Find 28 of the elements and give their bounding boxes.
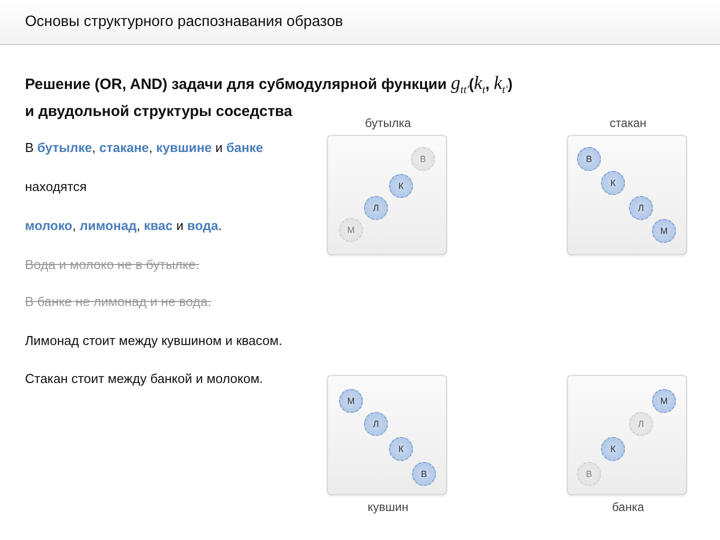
letter-circle: Л xyxy=(364,196,388,220)
letter-circle: В xyxy=(577,462,601,486)
text-line: В бутылке, стакане, кувшине и банке xyxy=(25,140,264,155)
struck-text-line: Вода и молоко не в бутылке. xyxy=(25,257,200,272)
letter-circle: М xyxy=(339,389,363,413)
struck-text-line: В банке не лимонад и не вода. xyxy=(25,294,212,309)
letter-circle: К xyxy=(601,171,625,195)
letter-circle: Л xyxy=(629,196,653,220)
slide-title: Основы структурного распознавания образов xyxy=(25,13,344,30)
text-line: Стакан стоит между банкой и молоком. xyxy=(25,371,264,386)
letter-circle: М xyxy=(339,218,363,242)
panel-heading: бутылка xyxy=(364,116,412,130)
letter-circle: В xyxy=(412,462,436,486)
letter-circle: Л xyxy=(629,412,653,436)
letter-circle: Л xyxy=(364,412,388,436)
letter-circle: М xyxy=(652,389,676,413)
letter-circle: К xyxy=(601,437,625,461)
panel-heading: стакан xyxy=(608,116,648,130)
letter-circle: В xyxy=(411,147,435,171)
letter-circle: В xyxy=(577,147,601,171)
panel-heading: кувшин xyxy=(366,500,410,514)
text-line: Лимонад стоит между кувшином и квасом. xyxy=(25,333,282,348)
letter-circle: К xyxy=(389,437,413,461)
letter-circle: К xyxy=(389,174,413,198)
text-line: находятся xyxy=(25,179,87,194)
letter-circle: М xyxy=(652,219,676,243)
text-line: молоко, лимонад, квас и вода. xyxy=(25,218,222,233)
panel-heading: банка xyxy=(610,500,646,514)
